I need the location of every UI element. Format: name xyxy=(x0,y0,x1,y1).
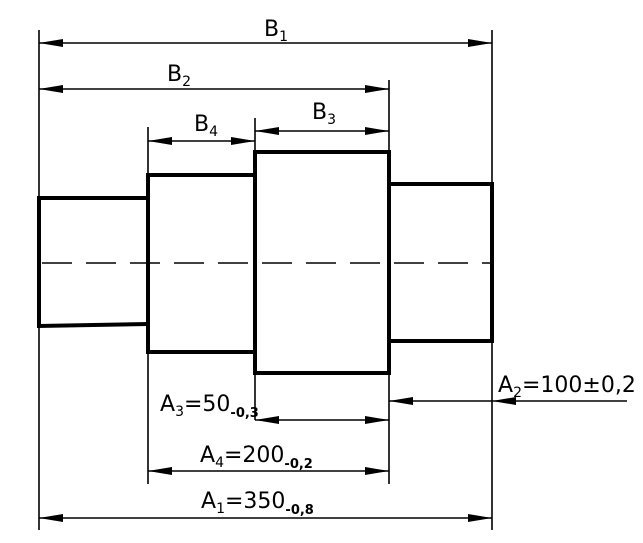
shaft-step-left xyxy=(37,196,149,329)
label-a4-value: =200 xyxy=(224,443,284,468)
arrow-a3-right xyxy=(365,416,389,424)
dimension-labels: B1 B2 B4 B3 A2=100±0,2 A3=50-0,3 A4=200-… xyxy=(160,17,636,518)
label-b3-main: B xyxy=(312,100,327,125)
dimension-lines xyxy=(39,39,627,522)
arrow-b1-left xyxy=(39,39,63,47)
label-a2-value: =100±0,2 xyxy=(522,373,636,398)
arrow-a2-left xyxy=(389,397,413,405)
label-b1: B1 xyxy=(264,17,288,45)
arrow-b2-right xyxy=(365,85,389,93)
label-a1-main: A xyxy=(201,489,216,514)
label-a1-value: =350 xyxy=(225,489,285,514)
label-a4-sub: 4 xyxy=(215,455,224,471)
label-b4-sub: 4 xyxy=(209,124,218,140)
label-a1-tolerance: -0,8 xyxy=(285,503,313,518)
label-b2-sub: 2 xyxy=(182,74,191,90)
label-b1-main: B xyxy=(264,17,279,42)
label-b2: B2 xyxy=(167,62,191,90)
arrow-a4-right xyxy=(365,467,389,475)
label-b4-main: B xyxy=(194,112,209,137)
arrow-b3-left xyxy=(255,127,279,135)
label-a1-sub: 1 xyxy=(216,501,225,517)
arrow-b4-left xyxy=(148,137,172,145)
arrow-b1-right xyxy=(468,39,492,47)
label-a3-value: =50 xyxy=(184,392,230,417)
label-a3: A3=50-0,3 xyxy=(160,392,259,421)
label-b3: B3 xyxy=(312,100,336,128)
label-a3-tolerance: -0,3 xyxy=(230,406,258,421)
label-b4: B4 xyxy=(194,112,218,140)
label-a4-tolerance: -0,2 xyxy=(284,457,312,472)
arrow-a1-left xyxy=(39,514,63,522)
label-a4: A4=200-0,2 xyxy=(200,443,313,472)
label-b2-main: B xyxy=(167,62,182,87)
label-a3-sub: 3 xyxy=(175,404,184,420)
label-a1: A1=350-0,8 xyxy=(201,489,314,518)
label-a3-main: A xyxy=(160,392,175,417)
arrow-a2-right xyxy=(492,397,516,405)
label-a2-sub: 2 xyxy=(513,385,522,401)
arrow-a4-left xyxy=(148,467,172,475)
label-a4-main: A xyxy=(200,443,215,468)
label-b3-sub: 3 xyxy=(327,112,336,128)
arrow-a3-left xyxy=(255,416,279,424)
arrow-b3-right xyxy=(365,127,389,135)
arrow-b2-left xyxy=(39,85,63,93)
arrow-b4-right xyxy=(231,137,255,145)
label-b1-sub: 1 xyxy=(279,29,288,45)
extension-lines xyxy=(38,30,493,530)
label-a2-main: A xyxy=(498,373,513,398)
arrow-a1-right xyxy=(468,514,492,522)
label-a2: A2=100±0,2 xyxy=(498,373,636,401)
